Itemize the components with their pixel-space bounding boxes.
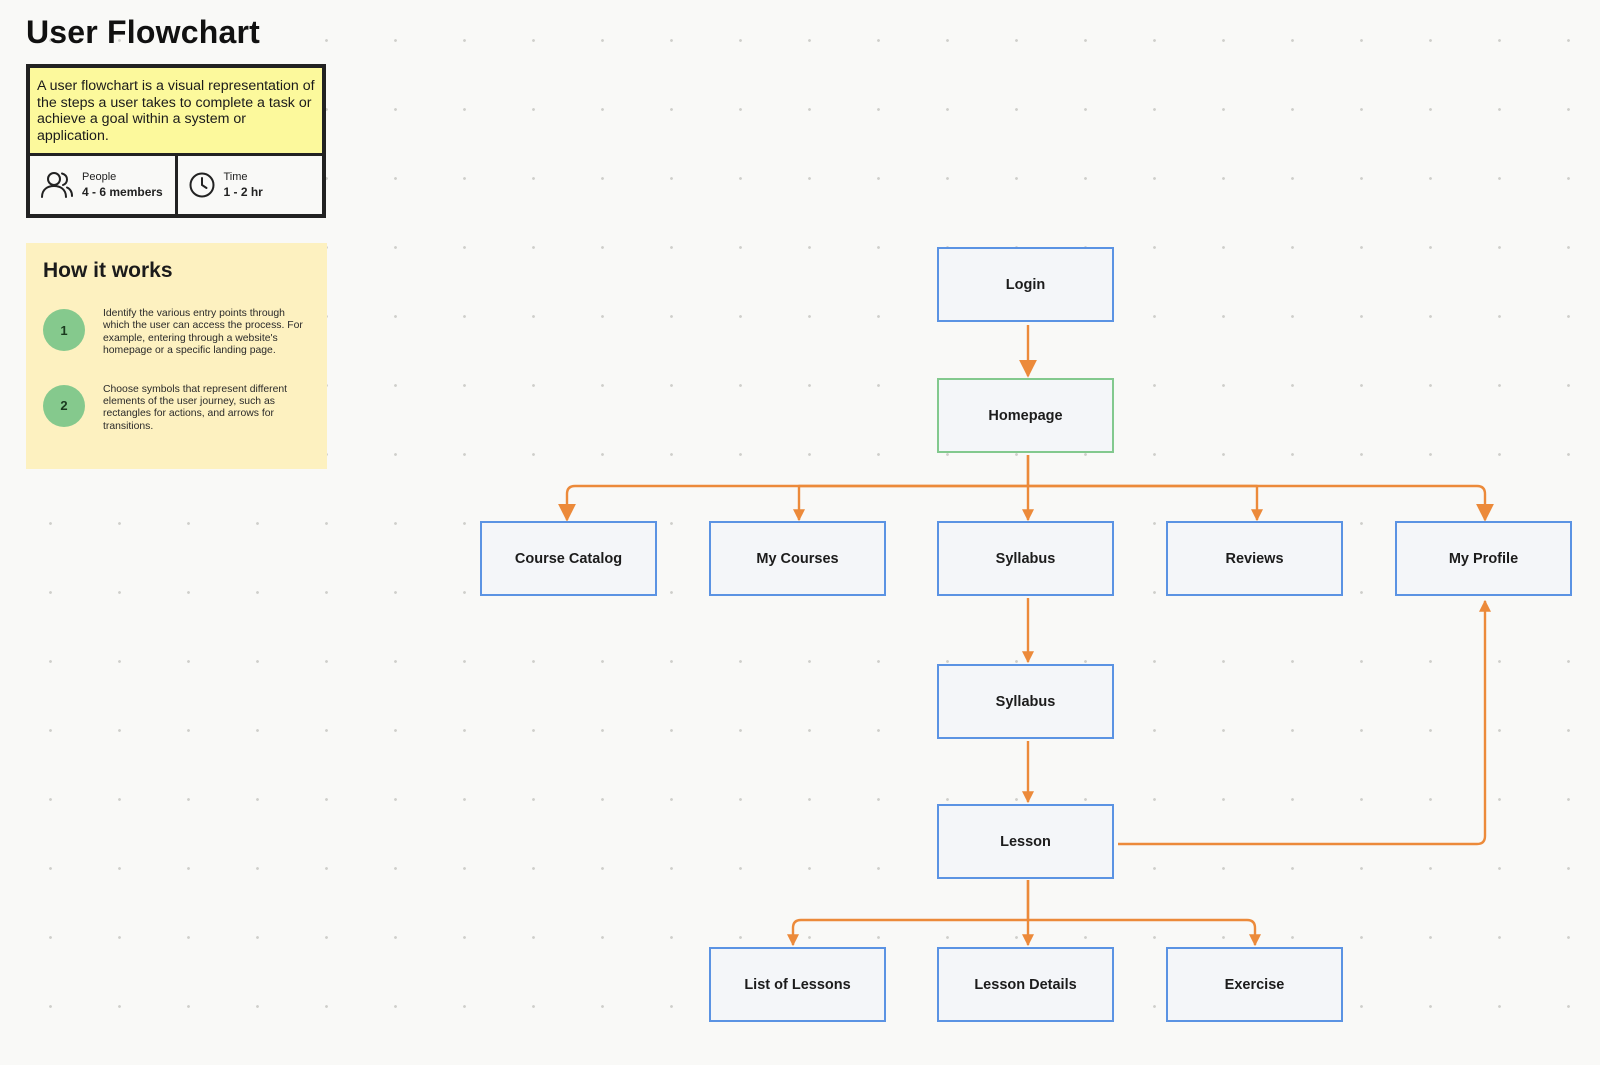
step-number-badge: 2 — [43, 384, 85, 427]
time-label: Time — [223, 171, 248, 183]
intro-description: A user flowchart is a visual representat… — [30, 68, 322, 156]
meta-row: People 4 - 6 members Time 1 - 2 hr — [30, 156, 322, 214]
node-syllabus-detail[interactable]: Syllabus — [937, 664, 1114, 739]
node-homepage[interactable]: Homepage — [937, 378, 1114, 453]
edge-homepage-my-courses — [793, 484, 1028, 522]
people-icon — [41, 172, 73, 198]
step-description: Identify the various entry points throug… — [103, 308, 303, 357]
edge-lesson-exercise — [1028, 918, 1261, 947]
how-it-works-card: How it works 1 Identify the various entr… — [26, 243, 327, 469]
node-lesson[interactable]: Lesson — [937, 804, 1114, 879]
intro-card: A user flowchart is a visual representat… — [26, 64, 326, 218]
node-lesson-details[interactable]: Lesson Details — [937, 947, 1114, 1022]
edge-homepage-course-catalog — [558, 455, 1030, 522]
node-my-profile[interactable]: My Profile — [1395, 521, 1572, 596]
how-step-1: 1 Identify the various entry points thro… — [43, 305, 310, 358]
node-syllabus[interactable]: Syllabus — [937, 521, 1114, 596]
people-value: 4 - 6 members — [82, 185, 163, 199]
node-login[interactable]: Login — [937, 247, 1114, 322]
node-exercise[interactable]: Exercise — [1166, 947, 1343, 1022]
people-info: People 4 - 6 members — [30, 156, 175, 214]
people-label: People — [82, 171, 117, 183]
time-text: Time 1 - 2 hr — [224, 170, 263, 200]
how-it-works-title: How it works — [43, 259, 173, 282]
edge-homepage-reviews — [1028, 484, 1263, 522]
step-description: Choose symbols that represent different … — [103, 383, 288, 432]
how-step-2: 2 Choose symbols that represent differen… — [43, 381, 310, 434]
node-course-catalog[interactable]: Course Catalog — [480, 521, 657, 596]
edge-lesson-list-of-lessons — [787, 880, 1030, 947]
node-my-courses[interactable]: My Courses — [709, 521, 886, 596]
edge-homepage-my-profile — [1028, 484, 1494, 522]
time-info: Time 1 - 2 hr — [177, 156, 322, 214]
time-value: 1 - 2 hr — [223, 185, 263, 199]
people-text: People 4 - 6 members — [82, 170, 163, 200]
page-title: User Flowchart — [26, 14, 260, 50]
step-number-badge: 1 — [43, 309, 85, 351]
clock-icon — [189, 172, 214, 198]
edge-lesson-my-profile — [1118, 599, 1491, 846]
node-reviews[interactable]: Reviews — [1166, 521, 1343, 596]
node-list-of-lessons[interactable]: List of Lessons — [709, 947, 886, 1022]
